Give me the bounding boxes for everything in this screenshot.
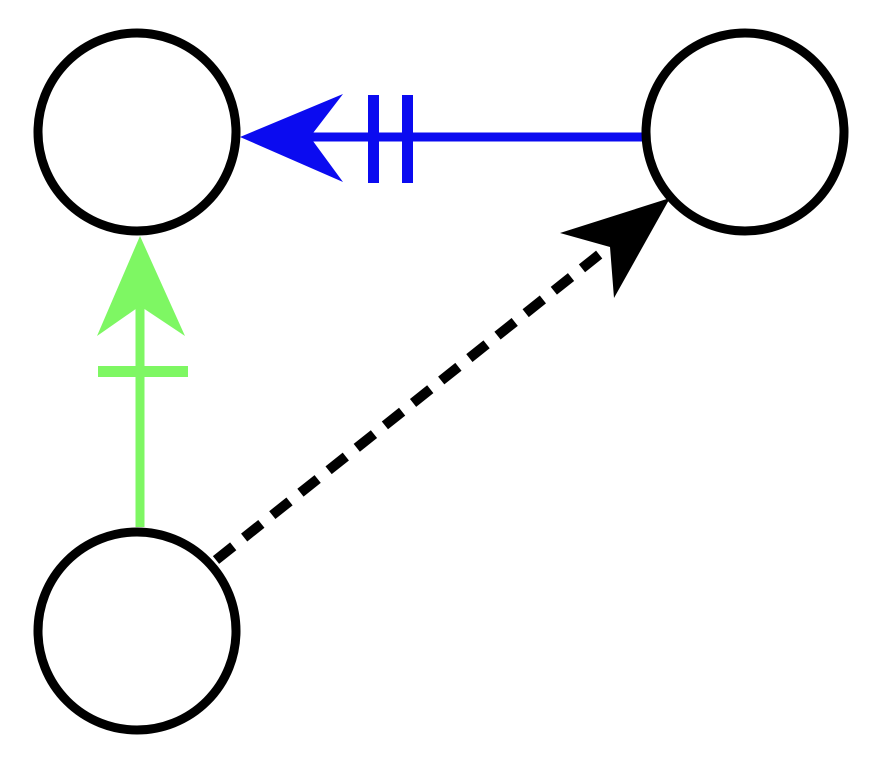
- node-bottom-left: [33, 527, 241, 735]
- edge-line: [212, 234, 624, 564]
- edge-bottom-left-to-top-right: [212, 198, 670, 564]
- arrowhead-icon: [560, 198, 670, 298]
- bar-marker: [368, 95, 379, 183]
- bar-marker: [402, 95, 413, 183]
- bar-marker: [98, 366, 188, 377]
- node-top-right: [641, 28, 849, 236]
- arrowhead-icon: [97, 236, 185, 336]
- arrowhead-icon: [240, 94, 343, 182]
- edge-bottom-left-to-top-left: [97, 236, 188, 527]
- edge-top-right-to-top-left: [240, 94, 645, 183]
- node-top-left: [33, 28, 241, 236]
